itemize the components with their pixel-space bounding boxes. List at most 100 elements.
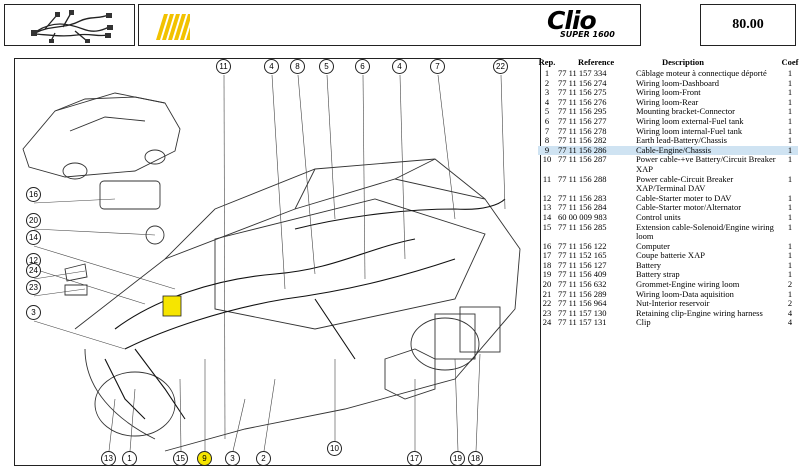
coef-cell: 1: [787, 68, 793, 78]
description-cell: Grommet-Engine wiring loom: [636, 279, 740, 290]
coef-cell: 1: [787, 106, 793, 117]
reference-cell: 77 11 156 274: [558, 77, 607, 88]
leader-line: [129, 388, 136, 452]
leader-line: [33, 288, 86, 297]
description-cell: Wiring loom external-Fuel tank: [636, 115, 744, 126]
coef-cell: 1: [787, 192, 793, 203]
description-cell: Extension cable-Solenoid/Engine wiring l…: [636, 221, 774, 242]
rep-cell: 8: [544, 135, 550, 146]
callout-9[interactable]: 9: [197, 451, 212, 466]
rep-cell: 2: [544, 77, 550, 88]
header-description: Description: [662, 57, 705, 67]
callout-15[interactable]: 15: [173, 451, 188, 466]
callout-22[interactable]: 22: [493, 59, 508, 74]
model-logo-banner: [138, 4, 641, 46]
grommet-part: [145, 225, 165, 245]
leader-line: [33, 268, 146, 305]
callout-3[interactable]: 3: [26, 305, 41, 320]
rep-cell: 19: [542, 269, 552, 280]
reference-cell: 77 11 156 283: [558, 192, 607, 203]
description-cell: Wiring loom-Data aquisition: [636, 288, 734, 299]
rep-cell: 24: [542, 317, 552, 328]
rep-cell: 15: [542, 221, 552, 232]
rep-cell: 22: [542, 298, 552, 309]
callout-1[interactable]: 1: [122, 451, 137, 466]
coef-cell: 1: [787, 288, 793, 299]
description-cell: Computer: [636, 240, 670, 251]
callout-18[interactable]: 18: [468, 451, 483, 466]
car-body-outline: [74, 158, 521, 452]
rep-cell: 1: [544, 68, 550, 78]
reference-cell: 77 11 156 286: [558, 144, 607, 155]
callout-6[interactable]: 6: [355, 59, 370, 74]
parts-table: Rep. Reference Description Coef 1 77 11 1…: [538, 57, 799, 328]
callout-20[interactable]: 20: [26, 213, 41, 228]
coef-cell: 2: [787, 279, 793, 290]
callout-2[interactable]: 2: [256, 451, 271, 466]
callout-5[interactable]: 5: [319, 59, 334, 74]
coef-cell: 1: [787, 221, 793, 232]
callout-8[interactable]: 8: [290, 59, 305, 74]
rep-cell: 21: [542, 288, 552, 299]
reference-cell: 77 11 156 122: [558, 240, 607, 251]
callout-14[interactable]: 14: [26, 230, 41, 245]
coef-cell: 1: [787, 240, 793, 251]
reference-cell: 77 11 156 284: [558, 202, 607, 213]
callout-24[interactable]: 24: [26, 263, 41, 278]
reference-cell: 77 11 157 334: [558, 68, 607, 78]
callout-19[interactable]: 19: [450, 451, 465, 466]
coef-cell: 1: [787, 154, 793, 165]
page-number: 80.00: [700, 4, 796, 46]
table-row[interactable]: 16 77 11 156 122 Computer 1: [538, 240, 798, 252]
reference-cell: 77 11 156 277: [558, 115, 607, 126]
leader-line: [33, 198, 116, 204]
callout-4[interactable]: 4: [264, 59, 279, 74]
table-header: Rep. Reference Description Coef: [538, 57, 799, 69]
callout-10[interactable]: 10: [327, 441, 342, 456]
coupe-batterie: [384, 348, 436, 400]
coef-cell: 1: [787, 250, 793, 261]
callout-23[interactable]: 23: [26, 280, 41, 295]
callout-13[interactable]: 13: [101, 451, 116, 466]
rep-cell: 17: [542, 250, 552, 261]
callout-11[interactable]: 11: [216, 59, 231, 74]
callout-3[interactable]: 3: [225, 451, 240, 466]
coef-cell: 1: [787, 269, 793, 280]
coef-cell: 2: [787, 298, 793, 309]
coef-cell: 1: [787, 125, 793, 136]
leader-line: [437, 74, 456, 220]
callout-4[interactable]: 4: [392, 59, 407, 74]
reference-cell: 77 11 156 632: [558, 279, 607, 290]
header-reference: Reference: [578, 57, 615, 67]
callout-16[interactable]: 16: [26, 187, 41, 202]
callout-7[interactable]: 7: [430, 59, 445, 74]
rep-cell: 16: [542, 240, 552, 251]
callout-17[interactable]: 17: [407, 451, 422, 466]
leader-line: [475, 353, 481, 452]
stripe: [168, 14, 180, 40]
coef-cell: 1: [787, 173, 793, 184]
